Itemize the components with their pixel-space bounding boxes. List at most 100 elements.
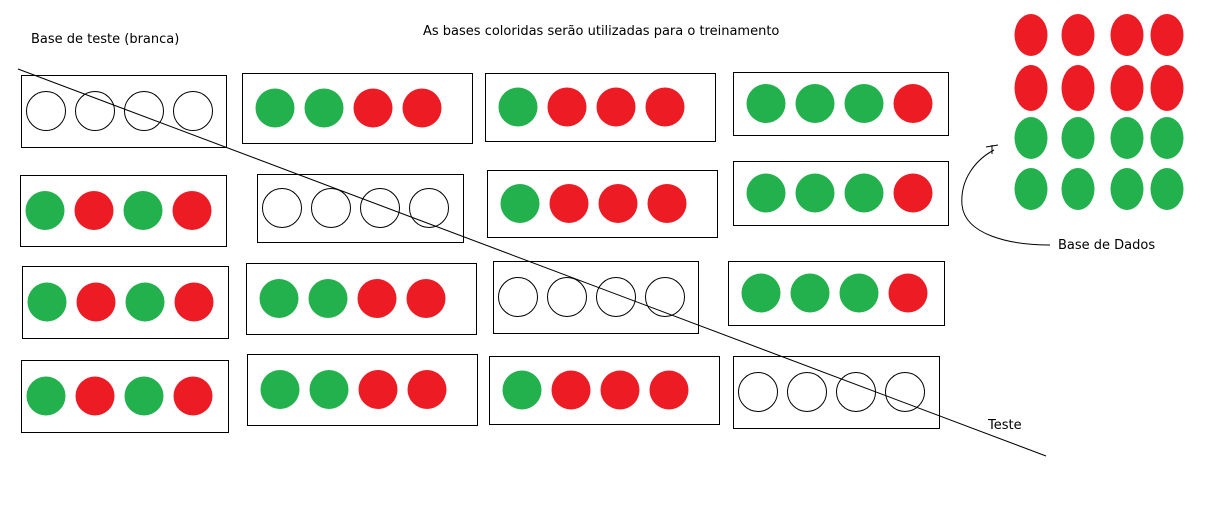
white-circle [885, 372, 925, 412]
green-circle [259, 279, 299, 318]
dataset-box [493, 261, 699, 334]
red-circle [174, 282, 214, 322]
teste-label: Teste [988, 418, 1022, 433]
green-circle [308, 279, 348, 318]
dataset-box-outline [246, 263, 477, 335]
red-ellipse [1150, 65, 1184, 111]
green-circle [790, 273, 830, 313]
red-circle [596, 87, 636, 127]
green-circle [26, 376, 66, 416]
white-circle [738, 372, 778, 412]
red-ellipse [1150, 14, 1184, 56]
red-circle [173, 376, 213, 416]
dataset-box [733, 161, 949, 226]
green-circle [746, 173, 786, 213]
dataset-box [246, 263, 477, 335]
red-circle [75, 376, 115, 416]
white-circle [596, 277, 636, 317]
green-ellipse [1014, 168, 1048, 210]
dataset-box-outline [733, 356, 940, 429]
green-circle [795, 173, 835, 213]
red-ellipse [1014, 65, 1048, 111]
red-circle [549, 184, 589, 223]
red-ellipse [1061, 65, 1095, 111]
dataset-box [733, 72, 949, 136]
dataset-box [21, 360, 229, 433]
green-circle [502, 370, 542, 410]
white-circle [360, 188, 400, 228]
dataset-box-outline [247, 354, 478, 426]
red-circle [893, 84, 933, 123]
dataset-box [487, 170, 718, 238]
diagonal-test-line [17, 68, 1047, 457]
green-circle [304, 88, 344, 128]
red-ellipse [1110, 14, 1144, 56]
red-circle [888, 273, 928, 313]
dataset-box-outline [242, 73, 473, 144]
red-circle [407, 370, 447, 409]
dataset-box-outline [733, 161, 949, 226]
white-circle [26, 91, 66, 131]
database-grid [1014, 14, 1184, 210]
green-circle [500, 184, 540, 223]
dataset-box-outline [20, 175, 227, 247]
green-circle [839, 273, 879, 313]
red-ellipse [1014, 14, 1048, 56]
dataset-box [22, 266, 229, 339]
red-circle [600, 370, 640, 410]
green-ellipse [1061, 168, 1095, 210]
white-circle [836, 372, 876, 412]
dataset-box-outline [728, 261, 945, 326]
dataset-box [733, 356, 940, 429]
white-circle [311, 188, 351, 228]
red-circle [893, 173, 933, 213]
training-note: As bases coloridas serão utilizadas para… [423, 24, 780, 39]
dataset-box [247, 354, 478, 426]
dataset-box-outline [487, 170, 718, 238]
dataset-box-outline [485, 73, 716, 142]
red-circle [357, 279, 397, 318]
arrow-head [985, 144, 999, 154]
dataset-box-outline [21, 75, 227, 148]
dataset-box [728, 261, 945, 326]
red-circle [645, 87, 685, 127]
green-ellipse [1150, 168, 1184, 210]
red-circle [74, 191, 114, 230]
dataset-box-outline [21, 360, 229, 433]
red-ellipse [1110, 65, 1144, 111]
white-circle [409, 188, 449, 228]
white-circle [498, 277, 538, 317]
red-circle [353, 88, 393, 128]
green-circle [795, 84, 835, 123]
dataset-box-outline [493, 261, 699, 334]
red-circle [172, 191, 212, 230]
green-circle [255, 88, 295, 128]
white-circle [262, 188, 302, 228]
white-circle [547, 277, 587, 317]
green-circle [260, 370, 300, 409]
red-circle [76, 282, 116, 322]
green-circle [844, 173, 884, 213]
dataset-box-outline [22, 266, 229, 339]
green-ellipse [1110, 117, 1144, 159]
green-circle [25, 191, 65, 230]
red-circle [649, 370, 689, 410]
dataset-boxes [20, 72, 949, 433]
green-circle [844, 84, 884, 123]
green-ellipse [1110, 168, 1144, 210]
dataset-box [20, 175, 227, 247]
green-circle [27, 282, 67, 322]
white-circle [787, 372, 827, 412]
green-circle [309, 370, 349, 409]
green-ellipse [1014, 117, 1048, 159]
dataset-box [489, 356, 720, 425]
test-base-label: Base de teste (branca) [31, 32, 180, 47]
green-circle [741, 273, 781, 313]
red-circle [406, 279, 446, 318]
white-circle [645, 277, 685, 317]
green-circle [498, 87, 538, 127]
curved-arrow [961, 149, 1051, 246]
green-circle [123, 191, 163, 230]
dataset-box [257, 174, 464, 243]
